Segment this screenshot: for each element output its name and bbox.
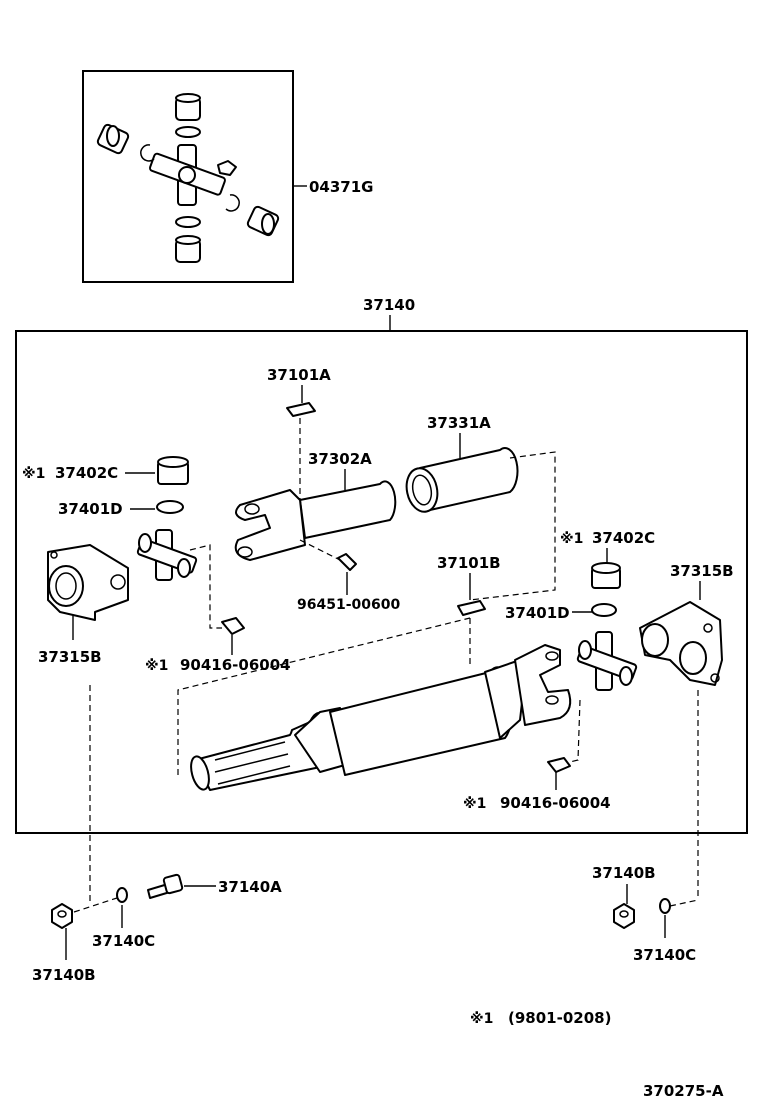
label-flange-right: 37315B xyxy=(670,562,734,580)
label-yoke: 37302A xyxy=(308,450,372,468)
label-bolt: 37140A xyxy=(218,878,282,896)
flange-right-drawing xyxy=(639,601,723,686)
label-bearing-cup-right: 37402C xyxy=(592,529,655,547)
flange-left-drawing xyxy=(47,544,129,621)
label-fitting-right: 90416-06004 xyxy=(500,794,611,812)
label-nut-left: 37140B xyxy=(32,966,96,984)
label-kit: 04371G xyxy=(309,178,374,196)
universal-joint-kit-drawing xyxy=(96,93,280,263)
footnote-asterisk: ※1 xyxy=(470,1011,493,1027)
asterisk-4: ※1 xyxy=(463,796,486,812)
bearing-cup-left-drawing xyxy=(157,456,189,485)
label-clip-center: 37101B xyxy=(437,554,501,572)
label-bearing-cup-left: 37402C xyxy=(55,464,118,482)
spider-left-drawing xyxy=(136,529,198,581)
label-sleeve: 37331A xyxy=(427,414,491,432)
label-fitting-left: 90416-06004 xyxy=(180,656,291,674)
driveshaft-drawing xyxy=(190,644,572,791)
kit-inset-box xyxy=(82,70,294,283)
sleeve-drawing xyxy=(405,447,519,513)
assembly-box xyxy=(15,330,748,834)
label-yoke-tube-clip: 37101A xyxy=(267,366,331,384)
washer-left-drawing xyxy=(116,887,128,903)
spider-right-drawing xyxy=(576,631,638,691)
label-washer-left: 37140C xyxy=(92,932,155,950)
asterisk-2: ※1 xyxy=(145,658,168,674)
nut-left-drawing xyxy=(51,903,73,929)
yoke-drawing xyxy=(234,480,397,561)
clip-b-drawing xyxy=(457,600,486,616)
bolt-drawing xyxy=(147,873,184,899)
label-washer-right: 37140C xyxy=(633,946,696,964)
bearing-cup-right-drawing xyxy=(591,562,621,589)
label-flange-left: 37315B xyxy=(38,648,102,666)
clip-a-drawing xyxy=(286,402,316,417)
snap-ring-right-drawing xyxy=(591,603,617,617)
label-snap-ring-right: 37401D xyxy=(505,604,570,622)
snap-ring-left-drawing xyxy=(156,500,184,514)
asterisk-1: ※1 xyxy=(22,466,45,482)
label-snap-ring-left: 37401D xyxy=(58,500,123,518)
label-assembly: 37140 xyxy=(363,296,415,314)
nut-right-drawing xyxy=(613,903,635,929)
footnote-value: (9801-0208) xyxy=(508,1009,611,1027)
fitting-left-drawing xyxy=(221,617,245,635)
diagram-code: 370275-A xyxy=(643,1082,724,1100)
label-grease-fitting-center: 96451-00600 xyxy=(297,597,400,613)
asterisk-3: ※1 xyxy=(560,531,583,547)
washer-right-drawing xyxy=(659,898,671,914)
fitting-right-drawing xyxy=(547,757,571,773)
grease-fitting-drawing xyxy=(337,553,357,571)
label-nut-right: 37140B xyxy=(592,864,656,882)
